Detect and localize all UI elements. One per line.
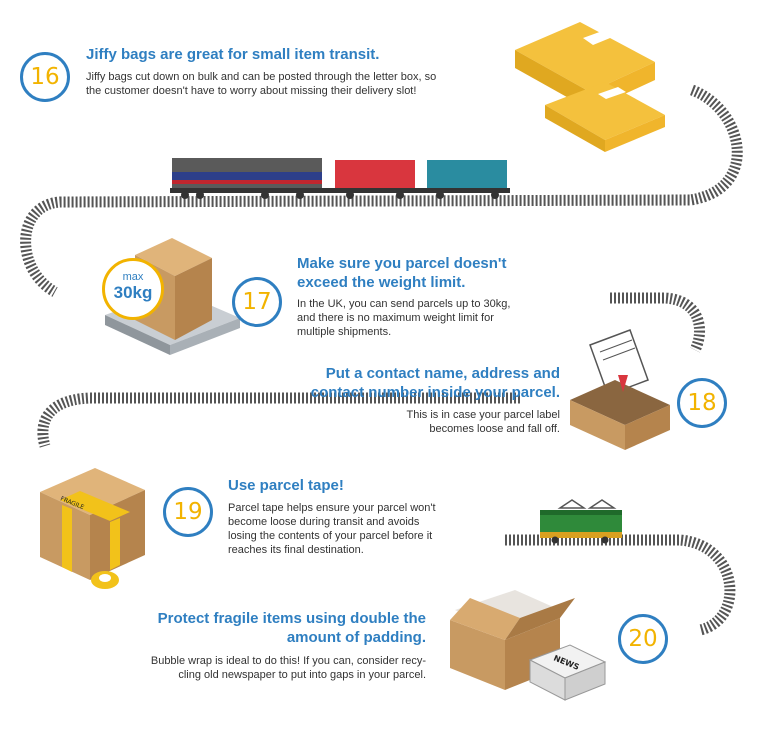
small-train-icon xyxy=(540,499,622,544)
step-number-18: 18 xyxy=(677,378,727,428)
step-19-body-line: reaches its final destination. xyxy=(228,544,364,556)
step-20-body-line: Bubble wrap is ideal to do this! If you … xyxy=(150,655,426,667)
step-20-heading-line: amount of padding. xyxy=(286,629,426,646)
step-17-heading-line: Make sure you parcel doesn't xyxy=(297,255,507,272)
step-16-heading: Jiffy bags are great for small item tran… xyxy=(86,46,380,63)
step-16-body: Jiffy bags cut down on bulk and can be p… xyxy=(86,70,506,98)
step-17-heading: Make sure you parcel doesn't exceed the … xyxy=(297,254,506,292)
step-20-heading: Protect fragile items using double the a… xyxy=(100,609,426,647)
max-weight-tag-line2: 30kg xyxy=(113,283,153,302)
step-18-heading-line: Put a contact name, address and xyxy=(325,365,560,382)
step-number-20: 20 xyxy=(618,614,668,664)
step-20-body-line: cling old newspaper to put into gaps in … xyxy=(178,669,426,681)
step-20-heading-line: Protect fragile items using double the xyxy=(157,610,426,627)
padding-box-icon xyxy=(450,590,575,690)
taped-box-icon: FRAGILE xyxy=(40,468,145,580)
jiffy-bag-icon xyxy=(515,22,665,152)
step-17-body-line: multiple shipments. xyxy=(297,326,392,338)
step-number-17: 17 xyxy=(232,277,282,327)
step-19-heading: Use parcel tape! xyxy=(228,477,344,494)
max-weight-tag: max 30kg xyxy=(102,258,164,320)
railway-track xyxy=(20,84,743,636)
step-20-body: Bubble wrap is ideal to do this! If you … xyxy=(96,654,426,682)
tape-roll-icon xyxy=(91,571,119,589)
step-19-body-line: Parcel tape helps ensure your parcel won… xyxy=(228,502,436,514)
step-18-body: This is in case your parcel label become… xyxy=(340,408,560,436)
open-box-label-icon xyxy=(570,329,670,450)
step-17-body: In the UK, you can send parcels up to 30… xyxy=(297,297,567,339)
step-number-16: 16 xyxy=(20,52,70,102)
max-weight-tag-line1: max xyxy=(122,271,144,283)
step-18-heading: Put a contact name, address and contact … xyxy=(280,364,560,402)
step-19-body: Parcel tape helps ensure your parcel won… xyxy=(228,501,498,557)
step-16-body-line: Jiffy bags cut down on bulk and can be p… xyxy=(86,71,437,83)
step-19-body-line: losing the contents of your parcel befor… xyxy=(228,530,433,542)
step-18-body-line: This is in case your parcel label xyxy=(406,409,560,421)
step-18-body-line: becomes loose and fall off. xyxy=(429,423,560,435)
step-17-heading-line: exceed the weight limit. xyxy=(297,274,466,291)
step-19-body-line: become loose during transit and avoids xyxy=(228,516,420,528)
step-17-body-line: In the UK, you can send parcels up to 30… xyxy=(297,298,511,310)
step-18-heading-line: contact number inside your parcel. xyxy=(310,384,560,401)
freight-train-icon xyxy=(170,158,510,199)
step-number-19: 19 xyxy=(163,487,213,537)
step-16-body-line: the customer doesn't have to worry about… xyxy=(86,85,417,97)
newspaper-icon: NEWS xyxy=(528,644,607,701)
step-17-body-line: and there is no maximum weight limit for xyxy=(297,312,494,324)
